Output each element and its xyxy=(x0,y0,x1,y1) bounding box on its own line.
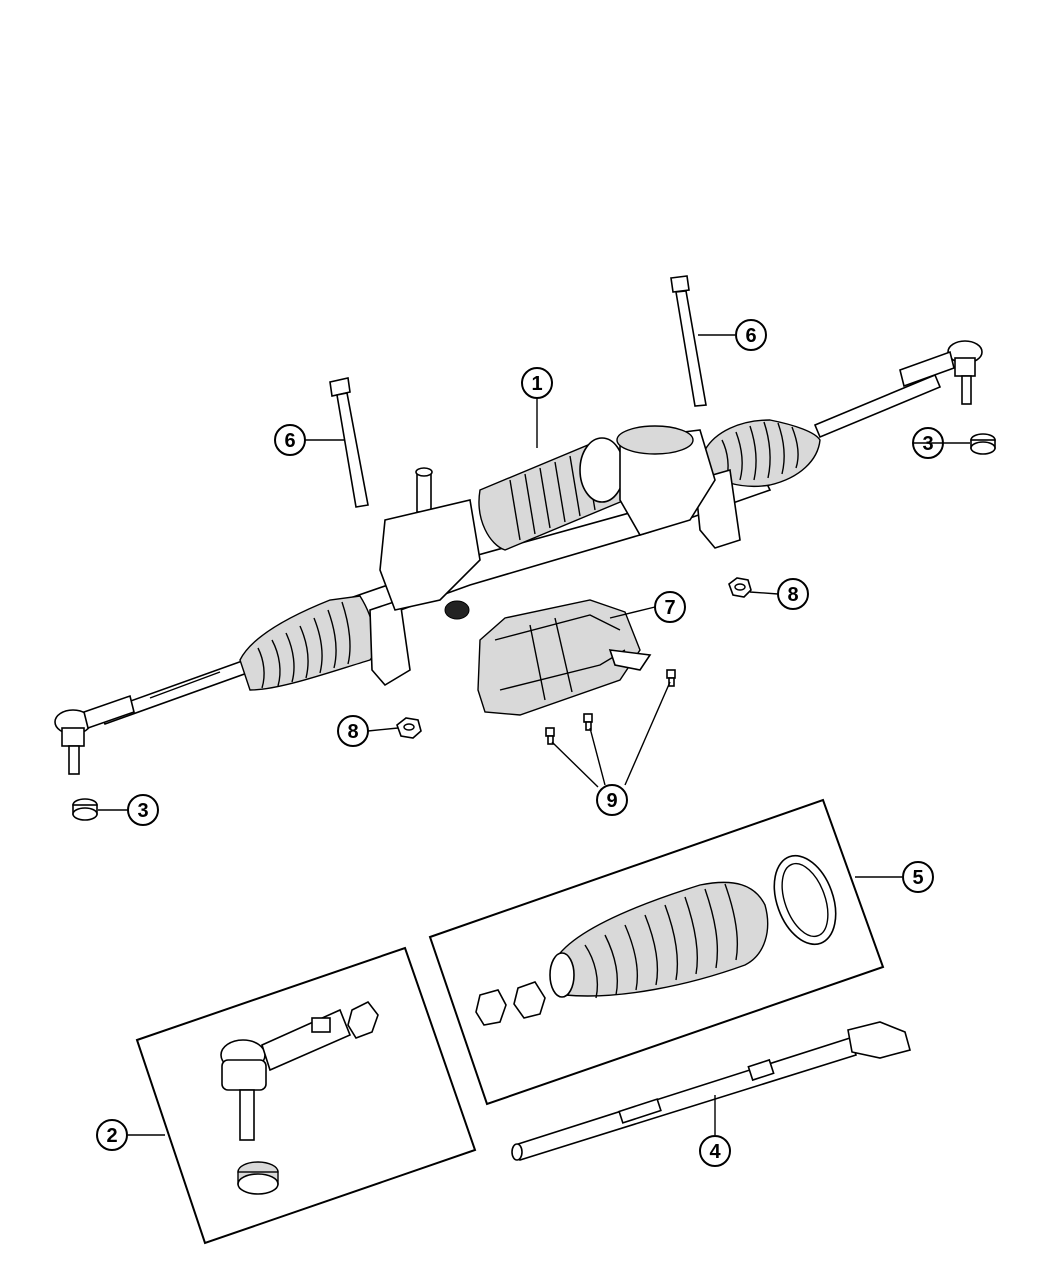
heat-shield xyxy=(477,599,652,716)
callout-3-left: 3 xyxy=(127,794,159,826)
tie-rod-end-kit-frame xyxy=(135,946,477,1245)
callout-7-label: 7 xyxy=(664,597,675,619)
callout-8-right: 8 xyxy=(777,578,809,610)
steering-gear-assembly xyxy=(54,340,983,775)
mounting-bolt-right xyxy=(670,275,707,407)
callout-5: 5 xyxy=(902,861,934,893)
callout-6-right: 6 xyxy=(735,319,767,351)
callout-6-right-label: 6 xyxy=(745,325,756,347)
kit-tie-rod-end xyxy=(220,1000,379,1195)
callout-4: 4 xyxy=(699,1135,731,1167)
callout-2: 2 xyxy=(96,1119,128,1151)
callout-8-left: 8 xyxy=(337,715,369,747)
leader-lines xyxy=(98,334,970,1136)
shield-screws xyxy=(545,669,676,745)
callout-9-label: 9 xyxy=(606,790,617,812)
callout-1-label: 1 xyxy=(531,373,542,395)
callout-2-label: 2 xyxy=(106,1125,117,1147)
kit-boot xyxy=(475,854,837,1026)
callout-6-left: 6 xyxy=(274,424,306,456)
callout-3-right: 3 xyxy=(912,427,944,459)
callout-1: 1 xyxy=(521,367,553,399)
tie-rod-nut-left xyxy=(72,798,98,821)
callout-7: 7 xyxy=(654,591,686,623)
tie-rod-nut-right xyxy=(970,433,996,455)
callout-8-right-label: 8 xyxy=(787,584,798,606)
mount-nut-right xyxy=(728,577,752,598)
right-tie-rod-end xyxy=(899,340,983,405)
callout-3-right-label: 3 xyxy=(922,433,933,455)
boot-kit-frame xyxy=(428,798,885,1106)
assist-motor xyxy=(478,437,627,551)
mounting-bolt-left xyxy=(329,377,369,508)
callout-8-left-label: 8 xyxy=(347,721,358,743)
callout-6-left-label: 6 xyxy=(284,430,295,452)
callout-9: 9 xyxy=(596,784,628,816)
callout-4-label: 4 xyxy=(709,1141,721,1163)
left-tie-rod-end xyxy=(54,694,135,775)
callout-3-left-label: 3 xyxy=(137,800,148,822)
inner-tie-rod xyxy=(511,1021,911,1161)
callout-5-label: 5 xyxy=(912,867,923,889)
left-boot-ribs xyxy=(257,601,351,689)
mount-nut-left xyxy=(396,717,422,739)
